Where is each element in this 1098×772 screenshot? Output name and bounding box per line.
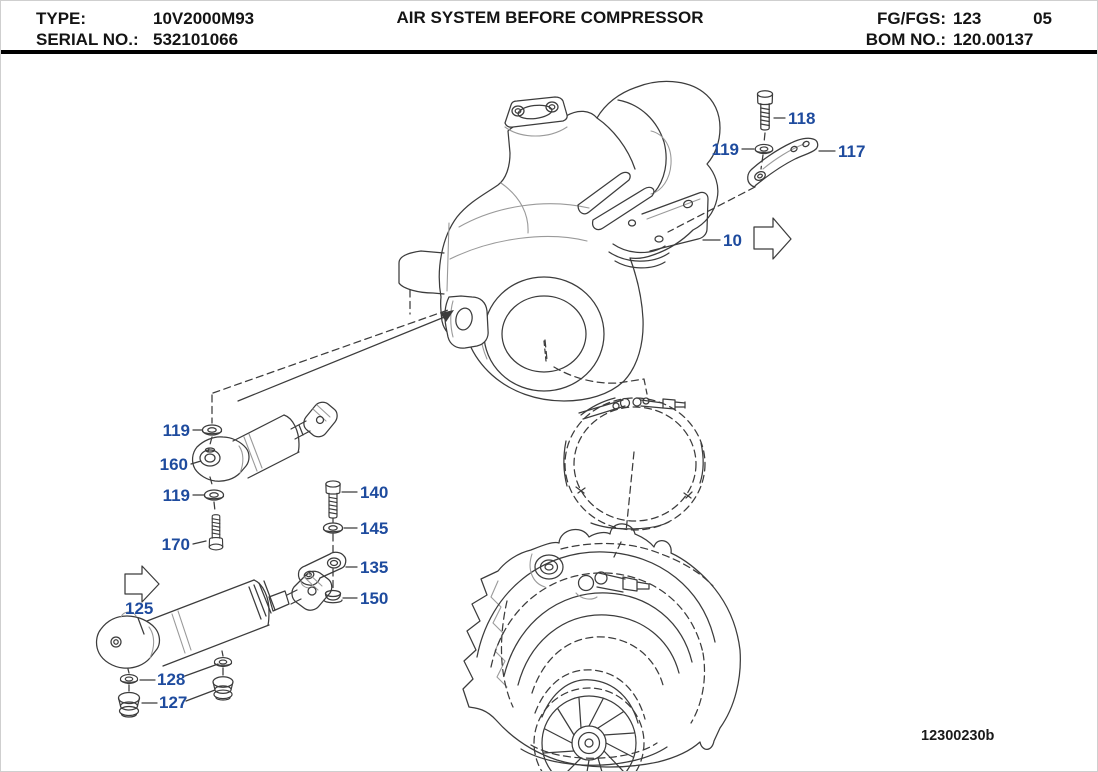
callout-150: 150: [360, 589, 388, 608]
washer-145-drawing: [322, 522, 344, 534]
serial-value: 532101066: [153, 30, 239, 49]
axis-dash: [613, 451, 635, 558]
bolt-140-drawing: [325, 480, 341, 519]
header-left: TYPE: 10V2000M93 SERIAL NO.: 532101066: [36, 8, 254, 50]
axis-dash: [127, 650, 224, 692]
compressor-drawing: [462, 523, 741, 771]
plug-127-left-drawing: [117, 691, 141, 718]
strap-117-drawing: [747, 137, 819, 188]
clamp-ring-drawing: [563, 397, 706, 531]
plug-127-right-drawing: [212, 676, 234, 701]
flange-bolt: [511, 105, 525, 117]
callout-128: 128: [157, 670, 185, 689]
bom-value: 120.00137: [953, 30, 1034, 49]
leader-line: [237, 315, 448, 402]
fg-label: FG/FGS:: [877, 9, 946, 28]
washer-119a-drawing: [201, 424, 223, 436]
callout-160: 160: [160, 455, 188, 474]
bolt-118-drawing: [756, 90, 774, 131]
callout-118: 118: [788, 109, 815, 128]
callout-140: 140: [360, 483, 388, 502]
direction-arrow-10-icon: [753, 217, 792, 260]
arrowhead: [440, 310, 454, 322]
page-title: AIR SYSTEM BEFORE COMPRESSOR: [396, 8, 704, 27]
leader-lines: [137, 117, 836, 704]
fg-value: 123: [953, 9, 982, 28]
flange-bolt: [545, 101, 559, 113]
fg-value-2: 05: [1033, 9, 1052, 28]
serial-label: SERIAL NO.:: [36, 30, 139, 49]
washer-128-left-drawing: [119, 673, 139, 685]
axis-dash: [760, 132, 766, 170]
axis-dash: [667, 186, 756, 233]
direction-arrow-125-icon: [124, 565, 160, 603]
drawing-number: 12300230b: [921, 728, 995, 744]
axis-dash: [544, 339, 548, 361]
washer-128-right-drawing: [213, 656, 233, 668]
air-intake-housing-drawing: [398, 80, 721, 402]
bom-label: BOM NO.:: [865, 30, 946, 49]
callout-127: 127: [159, 693, 187, 712]
callout-119b: 119: [163, 486, 190, 505]
callout-135: 135: [360, 558, 388, 577]
bolt-170-drawing: [208, 514, 224, 551]
actuator-160-drawing: [191, 401, 338, 482]
axis-dash: [207, 394, 216, 512]
callout-10: 10: [723, 231, 742, 250]
link-135-drawing: [297, 551, 347, 589]
actuator-125-drawing: [95, 570, 333, 669]
type-value: 10V2000M93: [153, 9, 255, 28]
header-right: FG/FGS: 123 05 BOM NO.: 120.00137: [866, 8, 1052, 50]
axis-dash: [553, 366, 648, 395]
washer-119-top-drawing: [754, 143, 774, 155]
callout-119a: 119: [163, 421, 190, 440]
header-rule: [1, 50, 1097, 54]
callout-145: 145: [360, 519, 388, 538]
callout-119-top: 119: [712, 140, 739, 159]
washer-119b-drawing: [203, 489, 225, 501]
callout-125: 125: [125, 599, 153, 618]
axis-dash: [212, 289, 449, 394]
type-label: TYPE:: [36, 9, 87, 28]
callout-117: 117: [838, 142, 865, 161]
callout-170: 170: [162, 535, 190, 554]
